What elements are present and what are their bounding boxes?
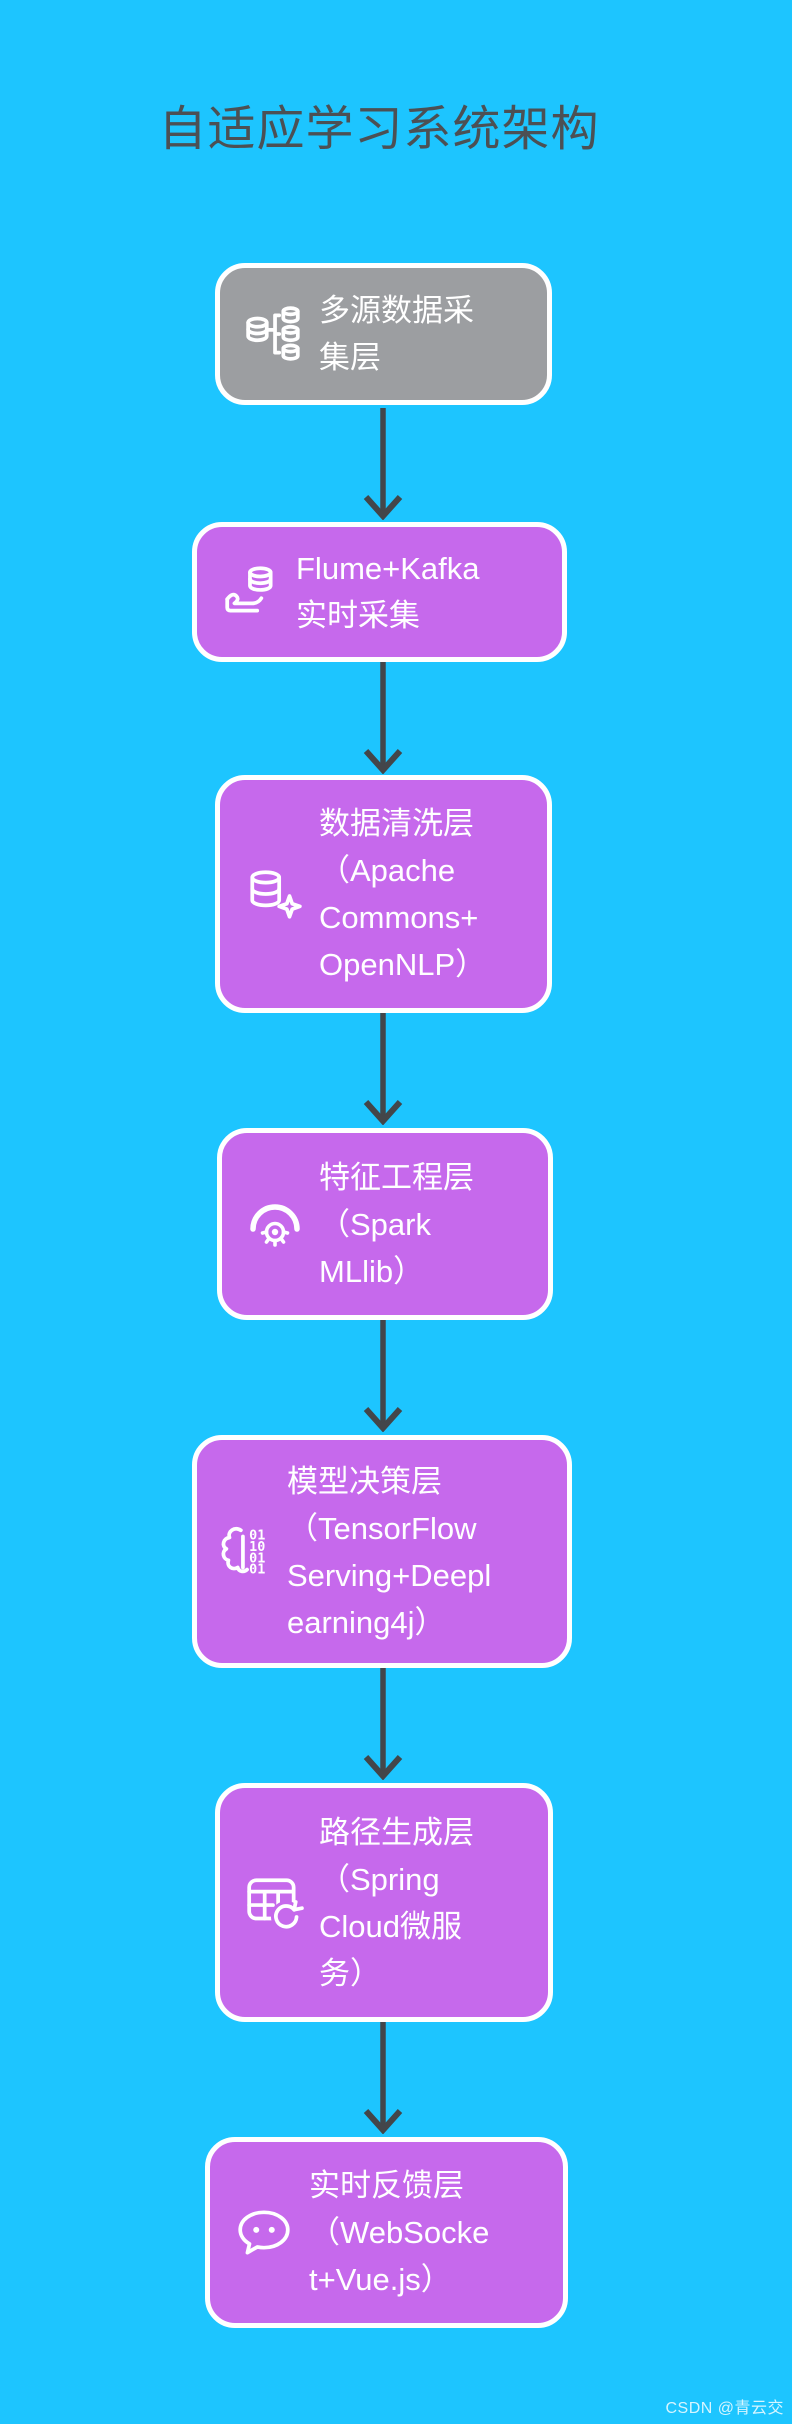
flow-node-feature-engineering-layer: 特征工程层 （Spark MLlib） — [217, 1128, 553, 1320]
flow-node-path-generation-layer: 路径生成层 （Spring Cloud微服 务） — [215, 1783, 553, 2022]
arrow-down-icon — [363, 408, 403, 520]
database-sparkle-icon — [244, 864, 304, 924]
svg-text:01: 01 — [249, 1528, 265, 1543]
flow-node-label: 多源数据采 集层 — [319, 293, 474, 375]
flow-node-data-cleaning-layer: 数据清洗层 （Apache Commons+ OpenNLP） — [215, 775, 552, 1013]
arrow-down-icon — [363, 662, 403, 774]
svg-text:10: 10 — [249, 1539, 265, 1554]
chat-bubble-icon — [234, 2203, 294, 2263]
flow-node-realtime-feedback-layer: 实时反馈层 （WebSocke t+Vue.js） — [205, 2137, 568, 2328]
gear-arc-icon — [246, 1195, 304, 1253]
brain-binary-icon: 01 10 01 01 — [215, 1522, 275, 1582]
flow-node-label: 特征工程层 （Spark MLlib） — [319, 1159, 474, 1289]
flow-node-label: 路径生成层 （Spring Cloud微服 务） — [319, 1814, 474, 1991]
arrow-down-icon — [363, 2022, 403, 2134]
hand-serving-database-icon — [221, 562, 281, 622]
arrow-down-icon — [363, 1320, 403, 1432]
page-title: 自适应学习系统架构 — [158, 103, 600, 156]
flow-node-label: 数据清洗层 （Apache Commons+ OpenNLP） — [319, 806, 487, 982]
svg-text:01: 01 — [249, 1562, 265, 1577]
flow-node-label: 模型决策层 （TensorFlow Serving+Deepl earning4… — [287, 1463, 492, 1640]
flow-node-data-source-layer: 多源数据采 集层 — [215, 263, 552, 405]
watermark: CSDN @青云交 — [665, 2400, 784, 2417]
flow-node-model-decision-layer: 01 10 01 01 模型决策层 （TensorFlow Serving+De… — [192, 1435, 572, 1668]
arrow-down-icon — [363, 1013, 403, 1125]
arrow-down-icon — [363, 1668, 403, 1780]
flow-node-realtime-collection: Flume+Kafka 实时采集 — [192, 522, 567, 662]
flow-node-label: Flume+Kafka 实时采集 — [296, 551, 480, 633]
svg-text:01: 01 — [249, 1551, 265, 1566]
flow-node-label: 实时反馈层 （WebSocke t+Vue.js） — [309, 2168, 490, 2297]
table-refresh-icon — [244, 1873, 304, 1933]
multi-source-database-icon — [244, 304, 304, 364]
